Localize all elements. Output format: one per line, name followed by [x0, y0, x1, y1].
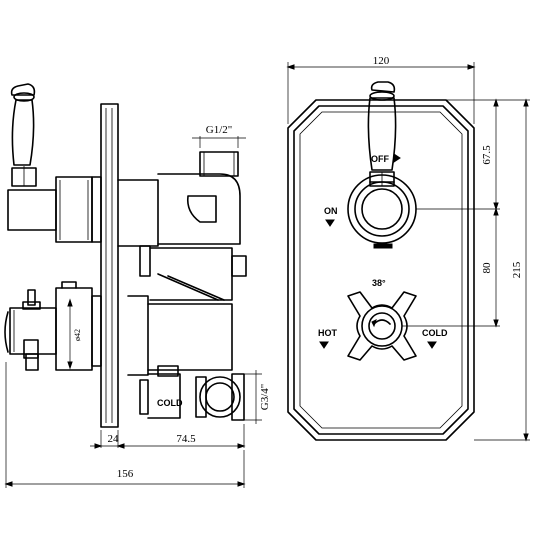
- on-arrow-icon: [325, 219, 335, 227]
- inlet-bottom-dim: G3/4": [259, 384, 271, 411]
- dim-156: 156: [117, 468, 134, 480]
- on-label: ON: [324, 206, 338, 216]
- side-rear-body: [117, 179, 159, 247]
- side-thermostatic-handle-icon: [4, 289, 57, 371]
- temp-label: 38°: [372, 278, 386, 288]
- dim-215: 215: [511, 261, 523, 278]
- off-arrow-icon: [393, 153, 401, 163]
- dim-74-5: 74.5: [176, 433, 196, 445]
- side-diverter-lever-icon: [7, 83, 57, 231]
- inlet-top-dim: G1/2": [206, 124, 233, 136]
- side-thermostatic-body: [55, 287, 93, 371]
- side-diverter-body: [55, 176, 93, 243]
- diameter-42-label: ø42: [73, 329, 82, 341]
- hot-label: HOT: [318, 328, 338, 338]
- cold-front-label: COLD: [422, 328, 448, 338]
- off-label: OFF: [371, 154, 389, 164]
- dim-80: 80: [481, 262, 493, 274]
- front-wall-plate: [287, 99, 475, 441]
- front-diverter-lever-icon: [367, 81, 397, 187]
- cold-side-label: COLD: [157, 398, 183, 408]
- cold-arrow-icon: [427, 341, 437, 349]
- dim-67-5: 67.5: [481, 145, 493, 165]
- dim-24: 24: [108, 433, 120, 445]
- cold-inlet-icon: [199, 376, 241, 418]
- side-wall-plate: [100, 103, 119, 428]
- hot-arrow-icon: [319, 341, 329, 349]
- dim-120: 120: [373, 55, 390, 67]
- front-view: OFF ON 38° HOT COLD 120: [286, 55, 530, 442]
- side-view: ø42 COLD G1/2" G3/4": [4, 83, 271, 488]
